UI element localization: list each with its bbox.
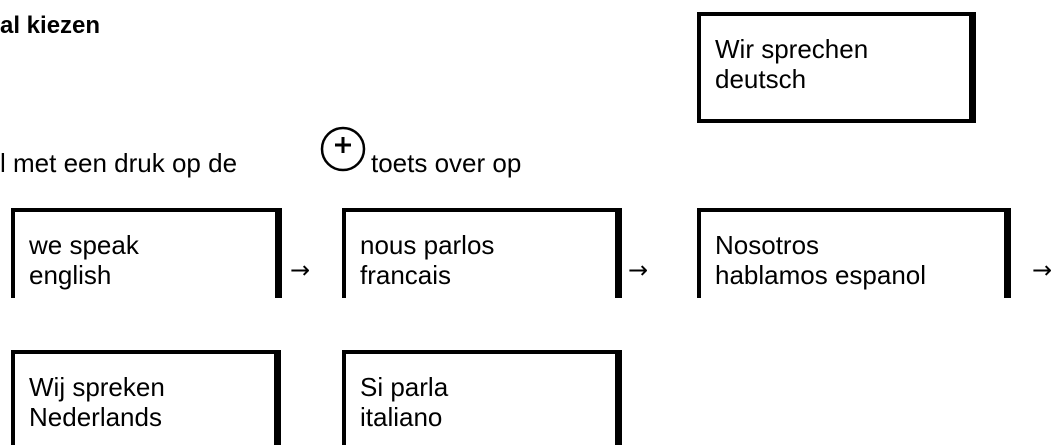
- language-box-french: nous parlos francais: [342, 208, 622, 298]
- french-line-2: francais: [360, 260, 452, 290]
- italian-line-2: italiano: [360, 402, 443, 432]
- spanish-line-2: hablamos espanol: [715, 260, 927, 290]
- german-line-1: Wir sprechen: [715, 34, 869, 64]
- arrow-right-icon: →: [1032, 256, 1053, 284]
- dutch-line-2: Nederlands: [29, 402, 162, 432]
- section-heading: al kiezen: [0, 12, 101, 39]
- language-box-german: Wir sprechen deutsch: [697, 12, 976, 123]
- language-box-spanish: Nosotros hablamos espanol: [697, 208, 1011, 298]
- language-box-english: we speak english: [11, 208, 282, 298]
- instruction-text-end: toets over op: [371, 148, 522, 178]
- language-box-italian: Si parla italiano: [342, 350, 622, 445]
- german-line-2: deutsch: [715, 64, 807, 94]
- italian-line-1: Si parla: [360, 372, 449, 402]
- language-box-dutch: Wij spreken Nederlands: [11, 350, 281, 445]
- arrow-right-icon: →: [628, 256, 649, 284]
- instruction-text-start: l met een druk op de: [0, 148, 238, 178]
- dutch-line-1: Wij spreken: [29, 372, 165, 402]
- plus-circle-key-icon: [320, 126, 366, 172]
- english-line-2: english: [29, 260, 112, 290]
- arrow-right-icon: →: [290, 256, 311, 284]
- english-line-1: we speak: [29, 230, 139, 260]
- french-line-1: nous parlos: [360, 230, 495, 260]
- spanish-line-1: Nosotros: [715, 230, 820, 260]
